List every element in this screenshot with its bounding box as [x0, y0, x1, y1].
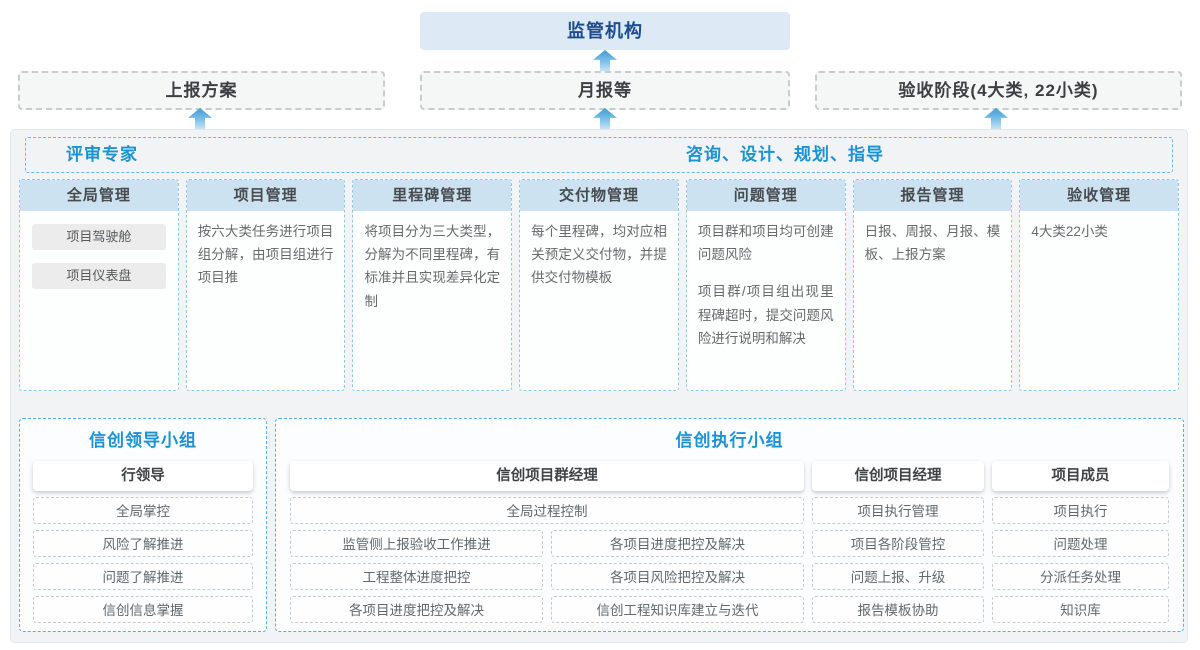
role-pill-bank-leader: 行领导	[33, 461, 253, 491]
dashed-item: 报告模板协助	[812, 596, 984, 623]
issue-paragraph-2: 项目群/项目组出现里程碑超时，提交问题风险进行说明和解决	[697, 284, 834, 346]
column-report-management: 报告管理 日报、周报、月报、模板、上报方案	[852, 179, 1013, 391]
role-pill-program-manager: 信创项目群经理	[290, 461, 804, 491]
column-title: 报告管理	[853, 180, 1012, 211]
dashed-item: 各项目进度把控及解决	[551, 530, 804, 557]
execution-group-title: 信创执行小组	[675, 431, 784, 450]
dashed-item: 分派任务处理	[992, 563, 1169, 590]
column-description: 日报、周报、月报、模板、上报方案	[864, 224, 1001, 263]
dashed-item: 监管侧上报验收工作推进	[290, 530, 543, 557]
column-description: 按六大类任务进行项目组分解，由项目组进行项目推	[197, 224, 334, 286]
working-groups-row: 信创领导小组 行领导 全局掌控 风险了解推进 问题了解推进 信创信息掌握 信创执…	[19, 418, 1184, 632]
dashed-item: 项目各阶段管控	[812, 530, 984, 557]
output-box-report-plan: 上报方案	[18, 71, 385, 110]
up-arrow-icon	[593, 108, 617, 129]
column-description: 4大类22小类	[1031, 224, 1108, 239]
up-arrow-icon	[984, 108, 1008, 129]
regulator-box: 监管机构	[420, 12, 790, 50]
dashed-item: 各项目进度把控及解决	[290, 596, 543, 623]
output-box-monthly-report: 月报等	[420, 71, 790, 110]
role-pill-project-manager: 信创项目经理	[812, 461, 984, 491]
gray-pill: 项目仪表盘	[32, 263, 166, 289]
issue-paragraph-1: 项目群和项目均可创建问题风险	[697, 224, 834, 263]
advisor-header: 评审专家 咨询、设计、规划、指导	[25, 137, 1173, 173]
up-arrow-icon	[593, 50, 617, 71]
dashed-item: 各项目风险把控及解决	[551, 563, 804, 590]
dashed-item: 项目执行管理	[812, 497, 984, 524]
dashed-item: 问题了解推进	[33, 563, 253, 590]
column-title: 全局管理	[20, 180, 178, 211]
management-columns: 全局管理 项目驾驶舱 项目仪表盘 项目管理 按六大类任务进行项目组分解，由项目组…	[19, 179, 1180, 391]
dashed-item: 全局掌控	[33, 497, 253, 524]
dashed-item: 全局过程控制	[290, 497, 804, 524]
column-title: 项目管理	[186, 180, 345, 211]
column-milestone-management: 里程碑管理 将项目分为三大类型，分解为不同里程碑，有标准并且实现差异化定制	[352, 179, 513, 391]
role-pill-project-member: 项目成员	[992, 461, 1169, 491]
dashed-item: 工程整体进度把控	[290, 563, 543, 590]
column-description: 将项目分为三大类型，分解为不同里程碑，有标准并且实现差异化定制	[364, 224, 501, 309]
column-description: 每个里程碑，均对应相关预定义交付物，并提供交付物模板	[531, 224, 667, 286]
up-arrow-icon	[188, 108, 212, 129]
dashed-item: 知识库	[992, 596, 1169, 623]
dashed-item: 信创信息掌握	[33, 596, 253, 623]
execution-group-box: 信创执行小组 信创项目群经理 信创项目经理 项目成员 全局过程控制 项目执行管理…	[275, 418, 1184, 632]
column-project-management: 项目管理 按六大类任务进行项目组分解，由项目组进行项目推	[185, 179, 346, 391]
leadership-group-title: 信创领导小组	[89, 431, 197, 450]
output-box-acceptance-stage: 验收阶段(4大类, 22小类)	[815, 71, 1182, 110]
gray-pill: 项目驾驶舱	[32, 224, 166, 250]
execution-grid: 信创项目群经理 信创项目经理 项目成员 全局过程控制 项目执行管理 项目执行 监…	[290, 461, 1169, 623]
dashed-item: 项目执行	[992, 497, 1169, 524]
leadership-group-box: 信创领导小组 行领导 全局掌控 风险了解推进 问题了解推进 信创信息掌握	[19, 418, 267, 632]
review-experts-label: 评审专家	[66, 145, 138, 164]
column-description: 项目群和项目均可创建问题风险 项目群/项目组出现里程碑超时，提交问题风险进行说明…	[687, 211, 845, 370]
dashed-item: 问题处理	[992, 530, 1169, 557]
dashed-item: 信创工程知识库建立与迭代	[551, 596, 804, 623]
dashed-item: 风险了解推进	[33, 530, 253, 557]
consulting-design-label: 咨询、设计、规划、指导	[686, 145, 884, 164]
column-issue-management: 问题管理 项目群和项目均可创建问题风险 项目群/项目组出现里程碑超时，提交问题风…	[685, 179, 846, 391]
column-title: 交付物管理	[520, 180, 678, 211]
column-acceptance-management: 验收管理 4大类22小类	[1019, 179, 1180, 391]
column-title: 里程碑管理	[353, 180, 512, 211]
platform-container: 评审专家 咨询、设计、规划、指导 全局管理 项目驾驶舱 项目仪表盘 项目管理 按…	[10, 129, 1188, 643]
column-title: 验收管理	[1020, 180, 1179, 211]
column-title: 问题管理	[686, 180, 845, 211]
column-deliverable-management: 交付物管理 每个里程碑，均对应相关预定义交付物，并提供交付物模板	[519, 179, 679, 391]
column-global-management: 全局管理 项目驾驶舱 项目仪表盘	[19, 179, 179, 391]
dashed-item: 问题上报、升级	[812, 563, 984, 590]
